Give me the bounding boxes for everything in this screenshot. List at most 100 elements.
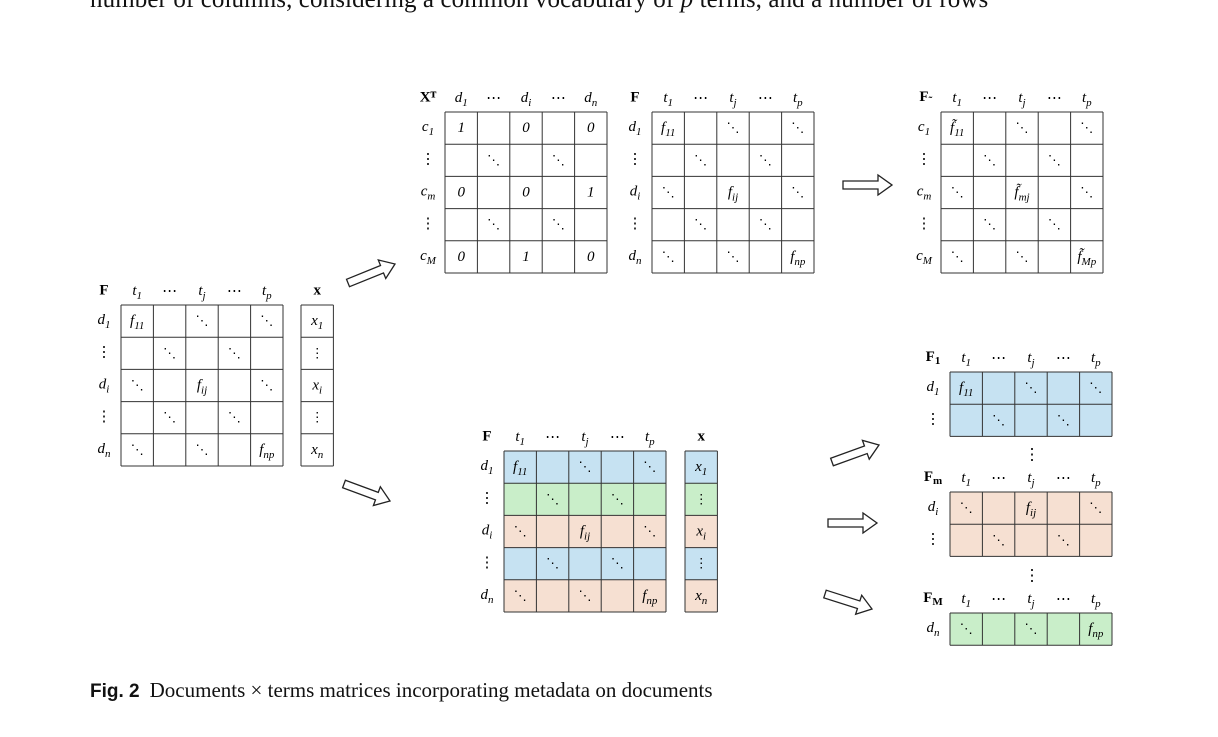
- matrix-cell: xn: [694, 588, 708, 606]
- column-header: ⋯: [1047, 90, 1062, 106]
- column-header: ⋯: [693, 90, 708, 106]
- column-header: ⋯: [610, 429, 625, 445]
- matrix-name: Xᵀ: [420, 89, 437, 105]
- matrix-cell: 0: [457, 185, 465, 201]
- row-header: ⋮: [628, 152, 643, 168]
- matrix-cell: ⋱: [643, 523, 656, 538]
- matrix-cell: ⋱: [759, 152, 772, 167]
- column-header: t1: [515, 429, 525, 447]
- column-header: ⋯: [227, 283, 242, 299]
- matrix-row-fill: [301, 337, 334, 370]
- matrix-row-fill: [121, 305, 283, 338]
- matrix-cell: ⋱: [1080, 184, 1093, 199]
- column-header: ⋯: [758, 90, 773, 106]
- matrix-cell: ⋱: [552, 217, 565, 232]
- arrow-icon: [822, 589, 874, 616]
- matrix-name: x: [697, 428, 705, 444]
- matrix-cell: ⋱: [662, 249, 675, 264]
- matrix-cell: ⋱: [514, 588, 527, 603]
- matrix-name: F̃: [919, 89, 932, 105]
- matrix-row-fill: [652, 144, 814, 177]
- matrix-cell: ⋱: [552, 152, 565, 167]
- row-header: di: [630, 184, 641, 202]
- matrix-cell: ⋱: [228, 345, 241, 360]
- matrix-cell: x1: [694, 460, 707, 478]
- matrix-cell: ⋱: [228, 410, 241, 425]
- matrix-row-fill: [685, 451, 718, 484]
- matrix-row-fill: [950, 613, 1112, 646]
- matrix-row-fill: [504, 483, 666, 516]
- matrix-cell: ⋱: [983, 217, 996, 232]
- matrix-cell: ⋱: [1048, 217, 1061, 232]
- column-header: tj: [1027, 470, 1034, 488]
- intro-var: p: [681, 0, 694, 13]
- matrix-row-fill: [941, 208, 1103, 241]
- matrix-cell: ⋱: [579, 459, 592, 474]
- column-header: ⋯: [982, 90, 997, 106]
- matrix-cell: ⋱: [983, 152, 996, 167]
- column-header: tp: [793, 90, 803, 108]
- matrix-cell: ⋱: [579, 588, 592, 603]
- matrix-row-fill: [121, 433, 283, 466]
- matrix-cell: ⋱: [1057, 412, 1070, 427]
- matrix-cell: xi: [695, 524, 706, 542]
- matrix-cell: ⋱: [196, 313, 209, 328]
- matrix-row-fill: [301, 433, 334, 466]
- row-header: dn: [927, 621, 941, 639]
- column-header: ⋯: [551, 90, 566, 106]
- matrix-name: F: [630, 89, 639, 105]
- matrix-row-fill: [301, 305, 334, 338]
- matrix-cell: xn: [310, 442, 324, 460]
- matrix-cell: ⋱: [546, 556, 559, 571]
- matrix-x-mid: x1⋮xi⋮xnx: [684, 428, 718, 613]
- matrix-cell: ⋱: [611, 491, 624, 506]
- column-header: t1: [961, 350, 971, 368]
- matrix-cell: ⋱: [487, 217, 500, 232]
- matrix-cell: f̃11: [950, 119, 964, 138]
- matrix-cell: ⋮: [695, 556, 708, 571]
- between-dots: ⋮: [1024, 568, 1040, 585]
- matrix-row-fill: [941, 240, 1103, 273]
- matrix-cell: f11: [513, 460, 527, 478]
- row-header: ⋮: [480, 491, 495, 507]
- arrow-icon: [842, 173, 894, 197]
- matrix-cell: ⋱: [1089, 500, 1102, 515]
- matrix-cell: ⋱: [1089, 380, 1102, 395]
- matrix-cell: fij: [580, 524, 590, 542]
- matrix-row-fill: [504, 451, 666, 484]
- matrix-row-fill: [950, 372, 1112, 405]
- matrix-row-fill: [685, 579, 718, 612]
- matrix-cell: 1: [587, 185, 595, 201]
- matrix-row-fill: [121, 337, 283, 370]
- column-header: tp: [1091, 470, 1101, 488]
- matrix-cell: f̃mj: [1014, 184, 1029, 203]
- column-header: tj: [729, 90, 736, 108]
- matrix-cell: ⋱: [163, 410, 176, 425]
- column-header: ⋯: [991, 350, 1006, 366]
- matrix-row-fill: [121, 369, 283, 402]
- column-header: tj: [1027, 591, 1034, 609]
- matrix-row-fill: [941, 176, 1103, 209]
- matrix-row-fill: [652, 240, 814, 273]
- matrix-cell: f11: [130, 314, 144, 332]
- matrix-name: FM: [923, 590, 943, 607]
- column-header: ⋯: [991, 591, 1006, 607]
- matrix-cell: ⋱: [611, 556, 624, 571]
- matrix-cell: ⋱: [727, 249, 740, 264]
- matrix-cell: ⋱: [1057, 532, 1070, 547]
- matrix-row-fill: [941, 112, 1103, 145]
- arrow-icon: [341, 479, 392, 507]
- matrix-cell: ⋱: [131, 377, 144, 392]
- matrix-cell: 0: [587, 249, 595, 265]
- matrix-cell: fij: [1026, 501, 1036, 519]
- matrix-cell: ⋱: [1016, 249, 1029, 264]
- matrix-cell: ⋱: [260, 313, 273, 328]
- matrix-cell: ⋱: [1025, 380, 1038, 395]
- column-header: ⋯: [1056, 470, 1071, 486]
- column-header: tp: [1091, 591, 1101, 609]
- matrix-cell: ⋱: [514, 523, 527, 538]
- between-dots: ⋮: [1024, 447, 1040, 464]
- matrix-row-fill: [445, 144, 607, 177]
- matrix-cell: 0: [457, 249, 465, 265]
